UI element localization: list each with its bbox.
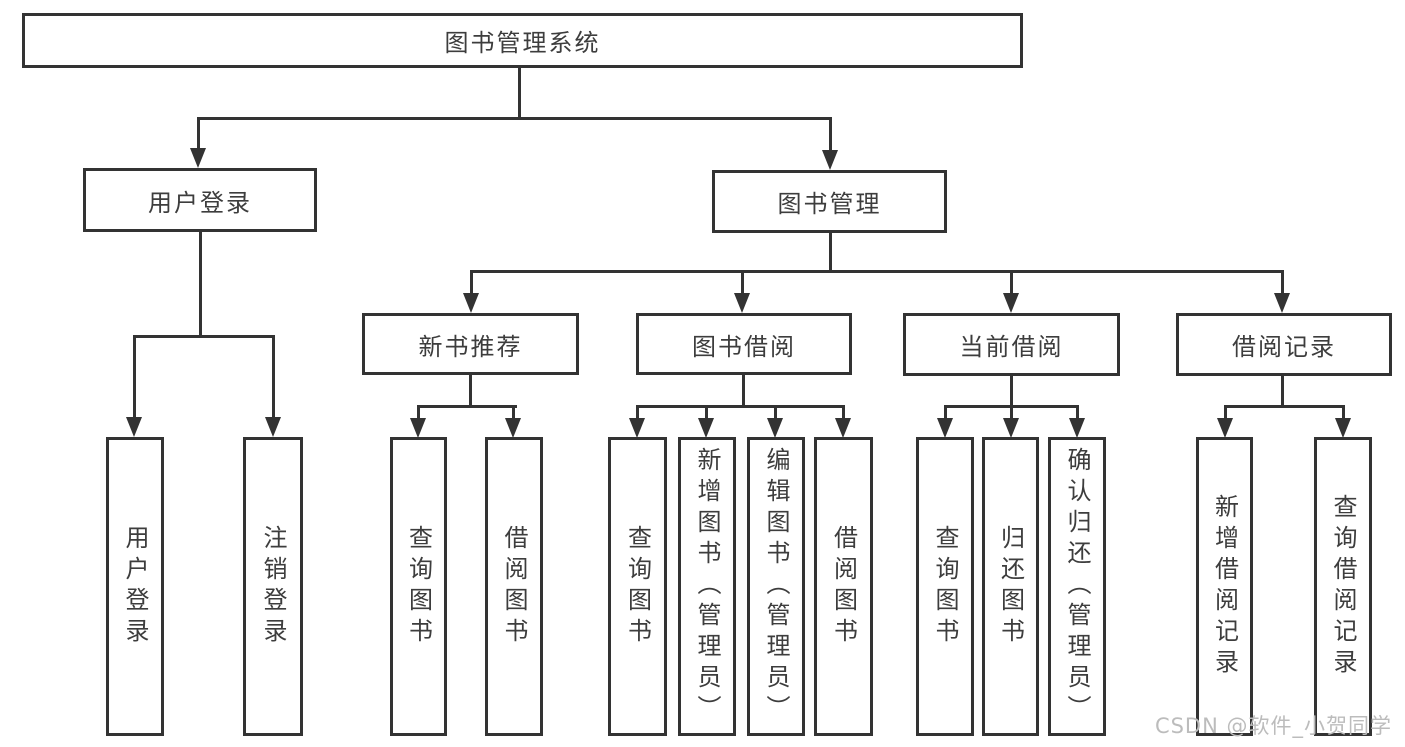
node-book-borrow: 图书借阅: [636, 313, 852, 375]
connector-to-newbooks: [470, 270, 473, 294]
arrow-down-icon: [463, 293, 479, 313]
node-user-login: 用户登录: [83, 168, 317, 232]
connector-to-book-mgmt: [829, 117, 832, 151]
connector-bookmgmt-bar: [470, 270, 1284, 273]
arrow-down-icon: [822, 150, 838, 170]
arrow-down-icon: [265, 417, 281, 437]
connector-to-leaf: [1076, 405, 1079, 419]
arrow-down-icon: [1003, 418, 1019, 438]
leaf-records-query-record: 查询借阅记录: [1314, 437, 1372, 736]
arrow-down-icon: [505, 418, 521, 438]
connector-borrow-bar: [636, 405, 845, 408]
arrow-down-icon: [1274, 293, 1290, 313]
connector-newbooks-bar: [417, 405, 517, 408]
arrow-down-icon: [629, 418, 645, 438]
connector-to-leaf: [944, 405, 947, 419]
connector-root-bar: [197, 117, 832, 120]
connector-to-borrow: [741, 270, 744, 294]
connector-to-leaf: [842, 405, 845, 419]
connector-to-records: [1281, 270, 1284, 294]
leaf-current-return-books: 归还图书: [982, 437, 1039, 736]
connector-borrow-stem: [742, 375, 745, 408]
leaf-borrow-edit-books-admin: 编辑图书（管理员）: [747, 437, 805, 736]
connector-bookmgmt-stem: [829, 233, 832, 273]
arrow-down-icon: [767, 418, 783, 438]
connector-to-leaf: [133, 335, 136, 418]
leaf-current-confirm-return-admin: 确认归还（管理员）: [1048, 437, 1106, 736]
leaf-current-query-books: 查询图书: [916, 437, 974, 736]
arrow-down-icon: [1003, 293, 1019, 313]
leaf-newbooks-borrow-books: 借阅图书: [485, 437, 543, 736]
arrow-down-icon: [698, 418, 714, 438]
leaf-user-login: 用户登录: [106, 437, 164, 736]
connector-to-leaf: [705, 405, 708, 419]
arrow-down-icon: [937, 418, 953, 438]
arrow-down-icon: [835, 418, 851, 438]
connector-to-leaf: [774, 405, 777, 419]
node-current-borrow: 当前借阅: [903, 313, 1120, 376]
connector-to-leaf: [272, 335, 275, 418]
connector-to-leaf: [512, 405, 515, 419]
connector-newbooks-stem: [469, 375, 472, 408]
connector-to-current: [1010, 270, 1013, 294]
leaf-records-add-record: 新增借阅记录: [1196, 437, 1253, 736]
connector-to-leaf: [417, 405, 420, 419]
arrow-down-icon: [1069, 418, 1085, 438]
node-book-management: 图书管理: [712, 170, 947, 233]
arrow-down-icon: [734, 293, 750, 313]
leaf-logout: 注销登录: [243, 437, 303, 736]
leaf-newbooks-query-books: 查询图书: [390, 437, 447, 736]
connector-userlogin-bar: [133, 335, 275, 338]
leaf-borrow-query-books: 查询图书: [608, 437, 667, 736]
arrow-down-icon: [190, 148, 206, 168]
connector-current-stem: [1010, 376, 1013, 408]
node-root: 图书管理系统: [22, 13, 1023, 68]
connector-to-leaf: [636, 405, 639, 419]
arrow-down-icon: [1335, 418, 1351, 438]
connector-records-bar: [1224, 405, 1344, 408]
node-new-book-recommend: 新书推荐: [362, 313, 579, 375]
connector-records-stem: [1281, 376, 1284, 408]
arrow-down-icon: [410, 418, 426, 438]
leaf-borrow-borrow-books: 借阅图书: [814, 437, 873, 736]
connector-root-stem: [518, 68, 521, 120]
connector-userlogin-stem: [199, 232, 202, 338]
leaf-borrow-add-books-admin: 新增图书（管理员）: [678, 437, 736, 736]
csdn-watermark: CSDN @软件_小贺同学: [1154, 714, 1392, 738]
connector-to-leaf: [1224, 405, 1227, 419]
connector-to-leaf: [1010, 405, 1013, 419]
connector-to-user-login: [197, 117, 200, 149]
arrow-down-icon: [126, 417, 142, 437]
node-borrow-records: 借阅记录: [1176, 313, 1392, 376]
arrow-down-icon: [1217, 418, 1233, 438]
connector-to-leaf: [1342, 405, 1345, 419]
